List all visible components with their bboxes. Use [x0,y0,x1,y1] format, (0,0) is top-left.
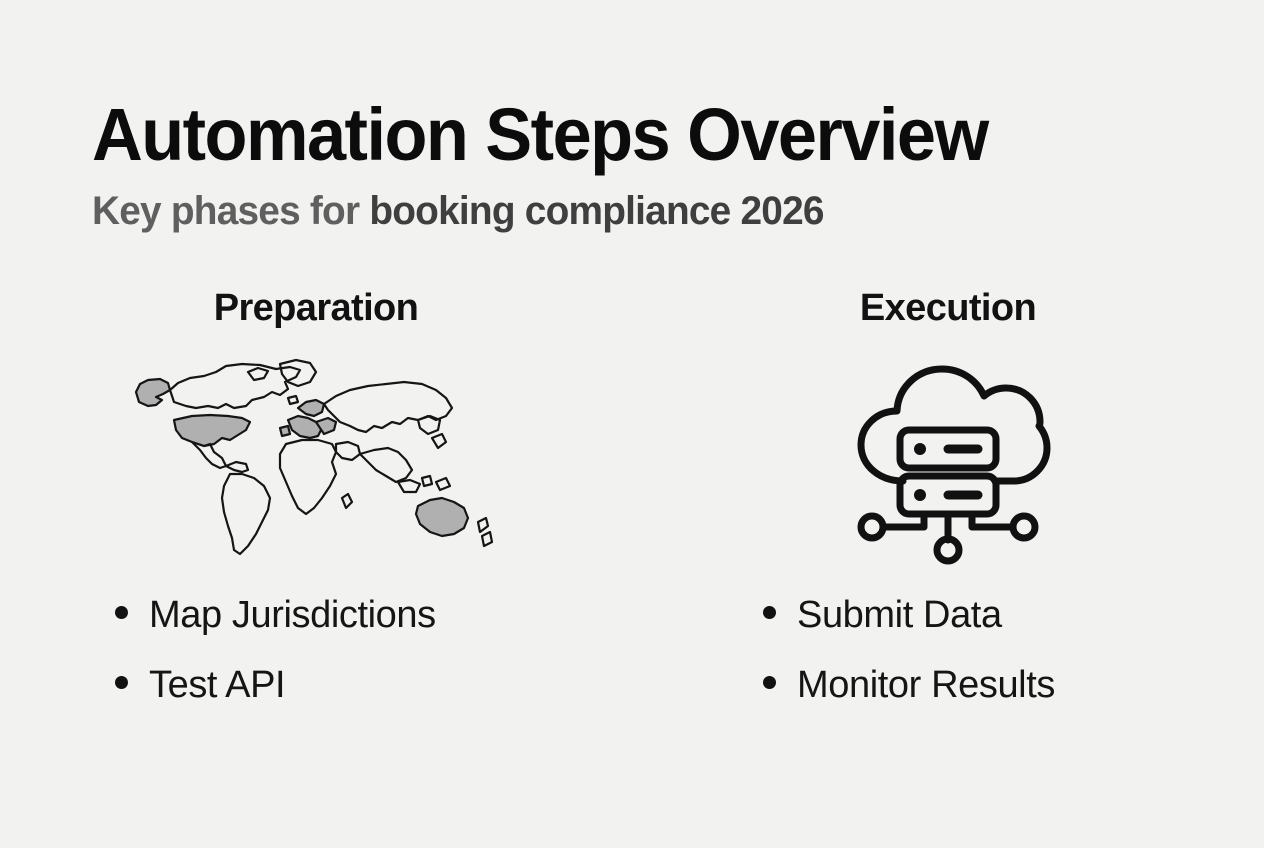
map-region-scandinavia [296,398,326,417]
map-region-australia [414,496,470,537]
slide-header: Automation Steps Overview Key phases for… [92,93,1182,233]
map-region-usa [172,413,252,447]
map-region-uk [278,424,292,437]
page-subtitle: Key phases for booking compliance 2026 [92,190,1149,232]
network-node-right-icon [1009,512,1039,542]
bullet-list-execution: Submit Data Monitor Results [763,594,1143,707]
list-item: Submit Data [763,594,1143,637]
bullet-dot-icon [115,676,128,690]
map-region-canada [168,362,302,409]
network-node-left-icon [857,512,887,542]
subtitle-emphasis: booking compliance 2026 [369,189,824,233]
column-heading-preparation: Preparation [213,287,419,329]
bullet-dot-icon [763,605,776,619]
page-title: Automation Steps Overview [92,93,989,176]
map-region-new-guinea [434,476,452,491]
network-node-center-icon [933,535,963,565]
map-region-borneo [420,474,434,487]
column-execution: Execution [632,287,1264,707]
map-region-central-europe [314,416,338,435]
list-item: Test API [115,664,535,707]
server-led-bottom-icon [914,488,926,501]
bullet-label: Map Jurisdictions [149,593,436,636]
map-region-new-zealand-s [480,530,494,547]
map-island-baffin [246,366,270,381]
map-island-iceland-n [286,394,300,405]
bullet-dot-icon [115,605,128,619]
network-line-left [881,510,928,531]
map-region-alaska [134,377,172,407]
bullet-label: Submit Data [797,593,1002,636]
map-region-sumatra [396,478,422,493]
map-region-middle-east [334,440,362,461]
map-region-central-america [224,460,250,473]
bullet-list-preparation: Map Jurisdictions Test API [115,594,535,707]
map-region-western-europe [286,414,324,439]
world-map-icon [126,352,506,572]
map-region-japan [430,432,448,449]
column-heading-execution: Execution [859,287,1037,329]
columns-container: Preparation [0,287,1264,707]
map-region-new-zealand-n [476,516,490,533]
server-rack-top [896,426,1000,472]
map-region-far-east [416,414,442,435]
map-island-madagascar [340,492,354,509]
column-preparation: Preparation [0,287,632,707]
world-map-svg [134,358,494,555]
cloud-outline [857,365,1051,485]
bullet-label: Test API [149,664,286,707]
bullet-dot-icon [763,676,776,690]
server-led-top-icon [914,442,926,455]
map-region-greenland [278,358,318,387]
map-region-south-america [220,472,272,555]
cloud-server-network-icon [833,352,1063,572]
map-region-africa [278,438,338,515]
map-region-india-asia [358,446,414,483]
subtitle-lead: Key phases for [92,189,370,233]
list-item: Map Jurisdictions [115,594,535,637]
cloud-server-svg [857,365,1051,565]
bullet-label: Monitor Results [797,664,1055,707]
list-item: Monitor Results [763,664,1143,707]
network-line-right [968,510,1015,531]
map-region-russia [322,380,454,433]
